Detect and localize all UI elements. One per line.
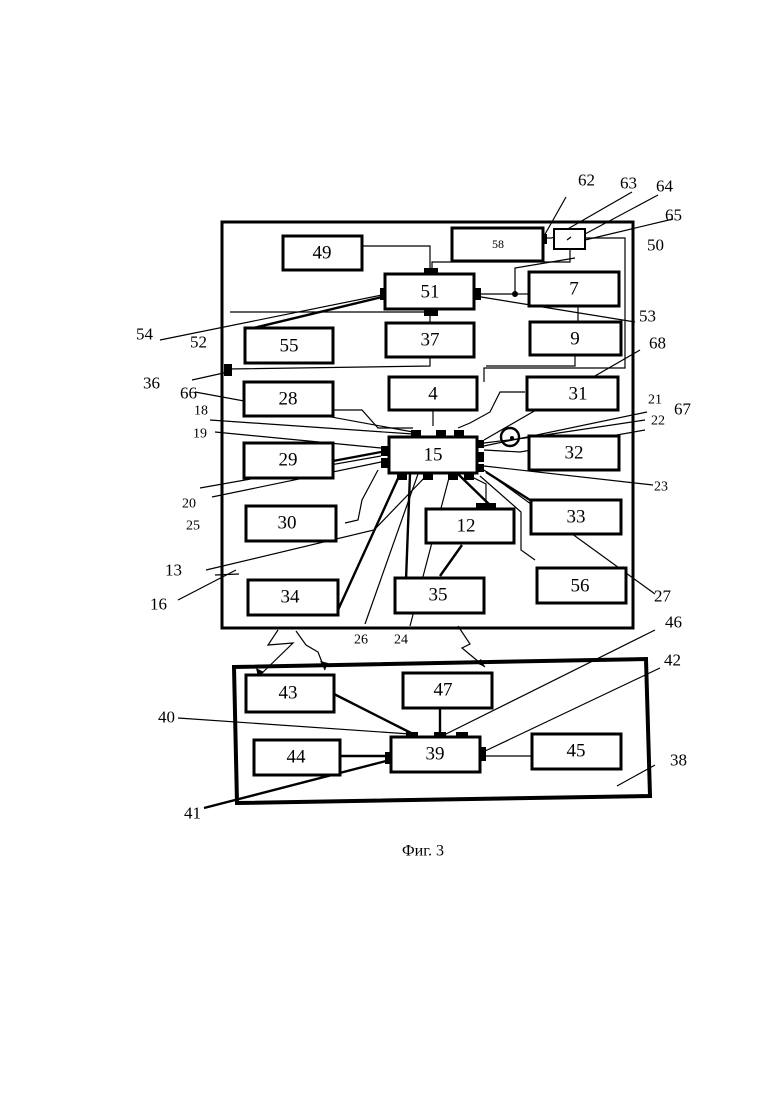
label-46: 46 (665, 613, 682, 632)
label-38: 38 (670, 751, 687, 770)
label-67: 67 (674, 400, 692, 419)
wireless-link-left (258, 630, 293, 677)
block-15-label: 15 (424, 445, 443, 466)
block-55-label: 55 (280, 336, 299, 357)
label-26: 26 (354, 633, 368, 648)
block-47-label: 47 (434, 680, 453, 701)
sensor-67-icon (501, 428, 519, 446)
label-66: 66 (180, 384, 197, 403)
block-29-label: 29 (279, 450, 298, 471)
block-45-label: 45 (567, 741, 586, 762)
block-33-label: 33 (567, 507, 586, 528)
label-25: 25 (186, 519, 200, 534)
block-34-label: 34 (281, 587, 301, 608)
label-13: 13 (165, 561, 182, 580)
label-16: 16 (150, 595, 167, 614)
block-56-label: 56 (571, 576, 590, 597)
block-39-label: 39 (426, 744, 445, 765)
block-30-label: 30 (278, 513, 297, 534)
block-58-label: 58 (492, 237, 504, 251)
label-24: 24 (394, 633, 408, 648)
label-19: 19 (193, 427, 207, 442)
label-27: 27 (654, 587, 672, 606)
block-51-label: 51 (421, 282, 440, 303)
label-68: 68 (649, 334, 666, 353)
block-43-label: 43 (279, 683, 298, 704)
label-18: 18 (194, 404, 208, 419)
block-35-label: 35 (429, 585, 448, 606)
block-28-label: 28 (279, 389, 298, 410)
block-12-label: 12 (457, 516, 476, 537)
label-20: 20 (182, 497, 196, 512)
block-49-label: 49 (313, 243, 332, 264)
label-22: 22 (651, 414, 665, 429)
label-54: 54 (136, 325, 154, 344)
label-21: 21 (648, 393, 662, 408)
label-36: 36 (143, 374, 160, 393)
label-42: 42 (664, 651, 681, 670)
block-31-label: 31 (569, 384, 588, 405)
label-63: 63 (620, 174, 637, 193)
label-50: 50 (647, 236, 664, 255)
block-4-label: 4 (428, 384, 438, 405)
block-9-label: 9 (570, 329, 580, 350)
label-65: 65 (665, 206, 682, 225)
figure-caption: Фиг. 3 (402, 843, 444, 860)
block-7-label: 7 (569, 279, 579, 300)
block-63 (554, 229, 585, 249)
label-40: 40 (158, 708, 175, 727)
label-52: 52 (190, 333, 207, 352)
block-37-label: 37 (421, 330, 440, 351)
label-23: 23 (654, 480, 668, 495)
label-62: 62 (578, 171, 595, 190)
block-32-label: 32 (565, 443, 584, 464)
block-44-label: 44 (287, 747, 307, 768)
label-64: 64 (656, 177, 674, 196)
label-53: 53 (639, 307, 656, 326)
label-41: 41 (184, 804, 201, 823)
